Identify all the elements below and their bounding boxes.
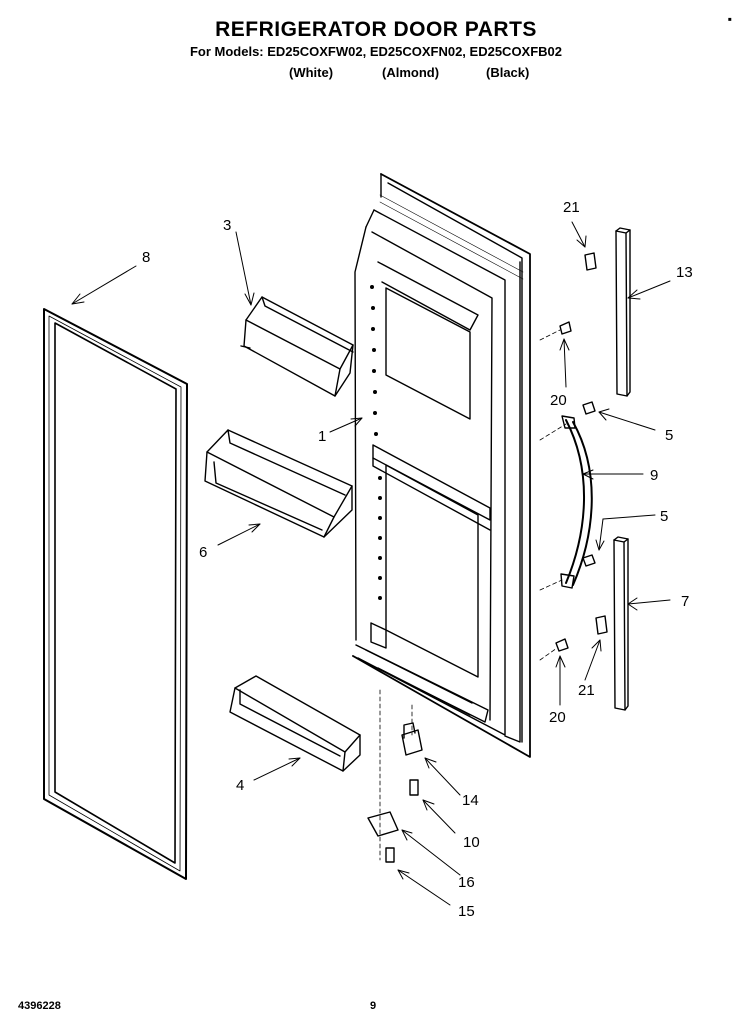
callout-4: 4: [236, 777, 244, 794]
assembly-lines: [379, 329, 567, 861]
callout-10: 10: [463, 834, 480, 851]
leader-lines: [71, 221, 671, 906]
door-handle: [560, 415, 593, 589]
callout-9: 9: [650, 467, 658, 484]
callout-8: 8: [142, 249, 150, 266]
page-title: REFRIGERATOR DOOR PARTS: [215, 18, 537, 41]
hinge-parts: [367, 722, 423, 837]
door-gasket: [43, 308, 188, 880]
door-bin: [204, 429, 353, 538]
page-number: 9: [370, 1000, 377, 1012]
callout-3: 3: [223, 217, 231, 234]
callout-6: 6: [199, 544, 207, 561]
callout-labels: 1 3 4 5 5 6 7 8 9 10 13 14 15 16 20 20 2…: [142, 199, 693, 920]
color-white-label: (White): [289, 65, 334, 80]
callout-14: 14: [462, 792, 479, 809]
callout-16: 16: [458, 874, 475, 891]
callout-21-lower: 21: [578, 682, 595, 699]
callout-1: 1: [318, 428, 326, 445]
callout-21-upper: 21: [563, 199, 580, 216]
screws: [385, 321, 596, 863]
models-line: For Models: ED25COXFW02, ED25COXFN02, ED…: [189, 44, 563, 59]
handle-trim-strips: [613, 227, 631, 711]
dairy-door-bin: [240, 296, 354, 397]
color-almond-label: (Almond): [382, 65, 440, 80]
lower-door-bin: [229, 675, 361, 772]
callout-13: 13: [676, 264, 693, 281]
callout-15: 15: [458, 903, 475, 920]
corner-mark: ▪: [727, 12, 732, 26]
door-liner: [352, 173, 531, 758]
shelf-holes: [370, 285, 382, 600]
callout-7: 7: [681, 593, 689, 610]
callout-20-lower: 20: [549, 709, 566, 726]
color-black-label: (Black): [486, 65, 530, 80]
document-number: 4396228: [18, 1000, 61, 1012]
callout-5-upper: 5: [665, 427, 673, 444]
callout-20-upper: 20: [550, 392, 567, 409]
callout-5-lower: 5: [660, 508, 668, 525]
trim-clips: [584, 252, 608, 635]
